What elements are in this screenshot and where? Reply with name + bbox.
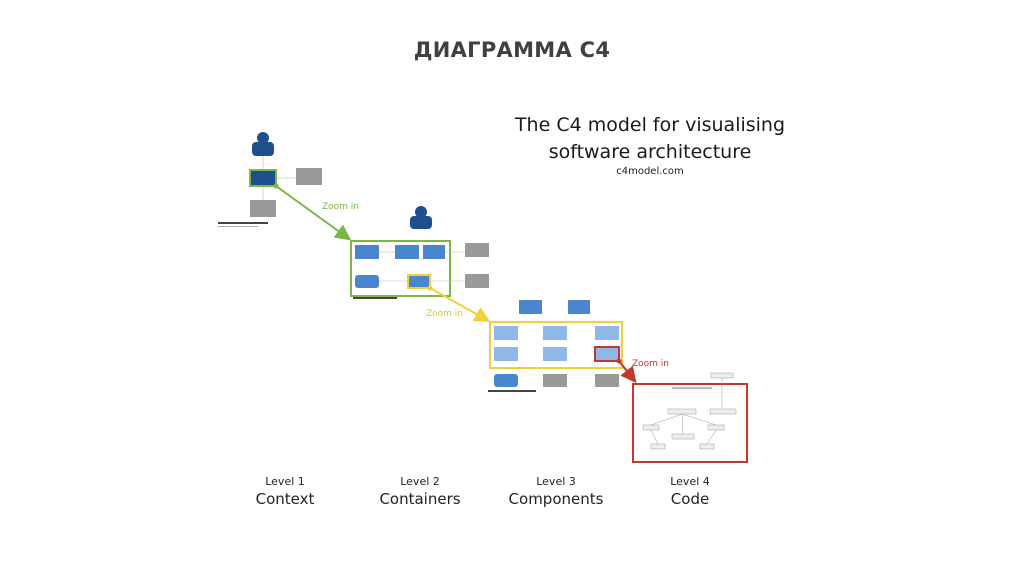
diagram-caption (353, 297, 397, 299)
container-boundary (489, 321, 623, 369)
external-system-box (595, 374, 619, 387)
database-box (494, 374, 518, 387)
container-box (395, 245, 419, 259)
diagram-caption (218, 222, 268, 224)
level-name: Containers (379, 490, 461, 508)
class-box (642, 424, 660, 431)
class-box (667, 408, 697, 415)
heading-line-2: software architecture (548, 141, 752, 163)
level-3-label: Level 3 Components (491, 475, 621, 508)
container-box (355, 245, 379, 259)
person-head-icon (415, 206, 427, 218)
code-diagram (632, 372, 748, 463)
level-number: Level 2 (400, 475, 440, 488)
component-box (494, 326, 518, 340)
class-box (671, 433, 695, 440)
class-box (710, 372, 734, 379)
system-boundary (350, 240, 451, 297)
zoom-in-label-2: Zoom in (426, 309, 464, 319)
level-1-label: Level 1 Context (220, 475, 350, 508)
external-system-box (250, 200, 276, 217)
external-system-box (465, 243, 489, 257)
c4-site-link: c4model.com (616, 166, 684, 177)
level-2-label: Level 2 Containers (355, 475, 485, 508)
person-head-icon (257, 132, 269, 144)
zoom-in-label-3: Zoom in (632, 359, 670, 369)
heading-line-1: The C4 model for visualising (514, 114, 786, 136)
class-box (699, 443, 715, 450)
zoom-arrow-level3 (618, 360, 637, 384)
component-box (543, 326, 567, 340)
class-box (707, 424, 725, 431)
level-4-label: Level 4 Code (625, 475, 755, 508)
container-diagram (350, 206, 489, 299)
level-name: Code (670, 490, 710, 508)
person-box (252, 142, 274, 156)
zoom-arrow-level2 (429, 287, 491, 322)
level-name: Context (255, 490, 315, 508)
component-diagram (488, 300, 623, 392)
container-box-focused (407, 274, 431, 289)
database-box (355, 275, 379, 288)
zoom-arrow-level1 (275, 185, 352, 241)
level-number: Level 4 (670, 475, 710, 488)
c4-heading: The C4 model for visualising software ar… (470, 112, 830, 166)
component-box (543, 347, 567, 361)
component-boundary (632, 383, 748, 463)
person-box (410, 216, 432, 229)
diagram-caption (488, 390, 536, 392)
class-box (709, 408, 737, 415)
class-box (650, 443, 666, 450)
component-box (595, 326, 619, 340)
container-box (519, 300, 542, 314)
level-name: Components (508, 490, 604, 508)
level-number: Level 3 (536, 475, 576, 488)
level-number: Level 1 (265, 475, 305, 488)
external-system-box (543, 374, 567, 387)
container-box (423, 245, 445, 259)
component-box (494, 347, 518, 361)
external-system-box (296, 168, 322, 185)
context-diagram (218, 132, 322, 227)
component-box-focused (594, 346, 620, 362)
slide-title: ДИАГРАММА C4 (413, 38, 611, 62)
zoom-in-label-1: Zoom in (322, 202, 360, 212)
container-box (568, 300, 590, 314)
external-system-box (465, 274, 489, 288)
system-box-focused (249, 169, 277, 187)
